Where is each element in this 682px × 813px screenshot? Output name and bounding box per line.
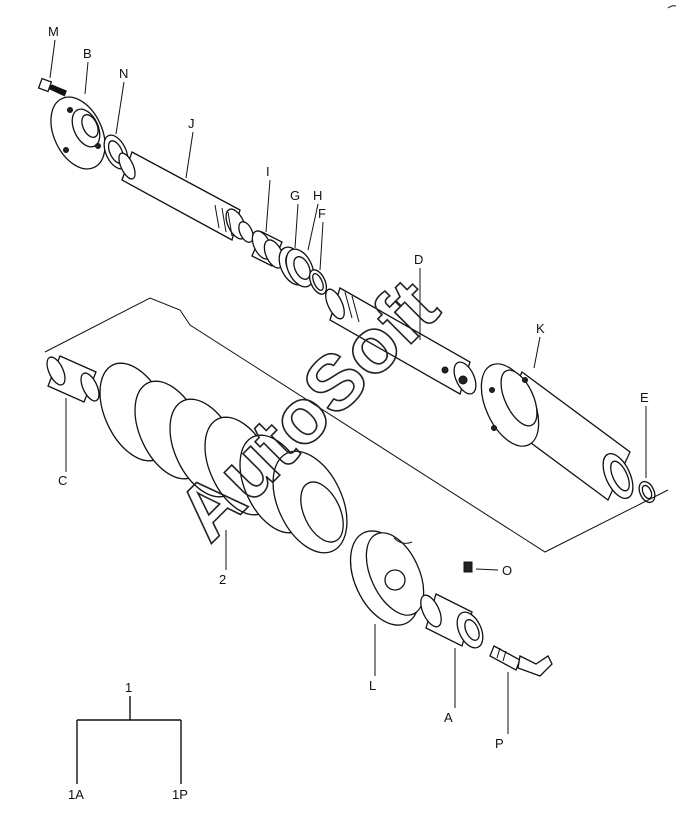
label-n: N <box>119 66 128 81</box>
label-i: I <box>266 164 270 179</box>
part-rod-d <box>325 287 477 395</box>
label-root-1: 1 <box>125 680 132 695</box>
label-k: K <box>536 321 545 336</box>
label-spring-2: 2 <box>219 572 226 587</box>
label-1p: 1P <box>172 787 188 802</box>
label-o: O <box>502 563 512 578</box>
label-p: P <box>495 736 504 751</box>
part-cylinder-k <box>480 363 634 501</box>
assembly-tree <box>76 696 182 784</box>
label-f: F <box>318 206 326 221</box>
part-bushing-c <box>46 355 100 403</box>
label-e: E <box>640 390 649 405</box>
part-bolt-m <box>37 77 67 97</box>
corner-mark <box>667 5 677 9</box>
label-d: D <box>414 252 423 267</box>
part-nut-a <box>420 593 484 649</box>
part-o-ring-e <box>638 480 656 504</box>
label-c: C <box>58 473 67 488</box>
label-h: H <box>313 188 322 203</box>
part-spring-2 <box>99 362 348 554</box>
leader-lines <box>49 39 647 734</box>
part-shaft-j <box>118 151 254 243</box>
label-b: B <box>83 46 92 61</box>
label-j: J <box>188 116 195 131</box>
part-retainer-l <box>349 530 425 626</box>
label-m: M <box>48 24 59 39</box>
part-plug-o <box>463 561 473 573</box>
label-a: A <box>444 710 453 725</box>
part-snap-ring-f <box>308 269 328 295</box>
label-l: L <box>369 678 376 693</box>
label-g: G <box>290 188 300 203</box>
assembly-outline <box>44 297 669 553</box>
label-1a: 1A <box>68 787 84 802</box>
part-fitting-p <box>489 645 553 677</box>
part-flange-b <box>50 96 106 170</box>
part-seal-g-h <box>278 246 315 288</box>
